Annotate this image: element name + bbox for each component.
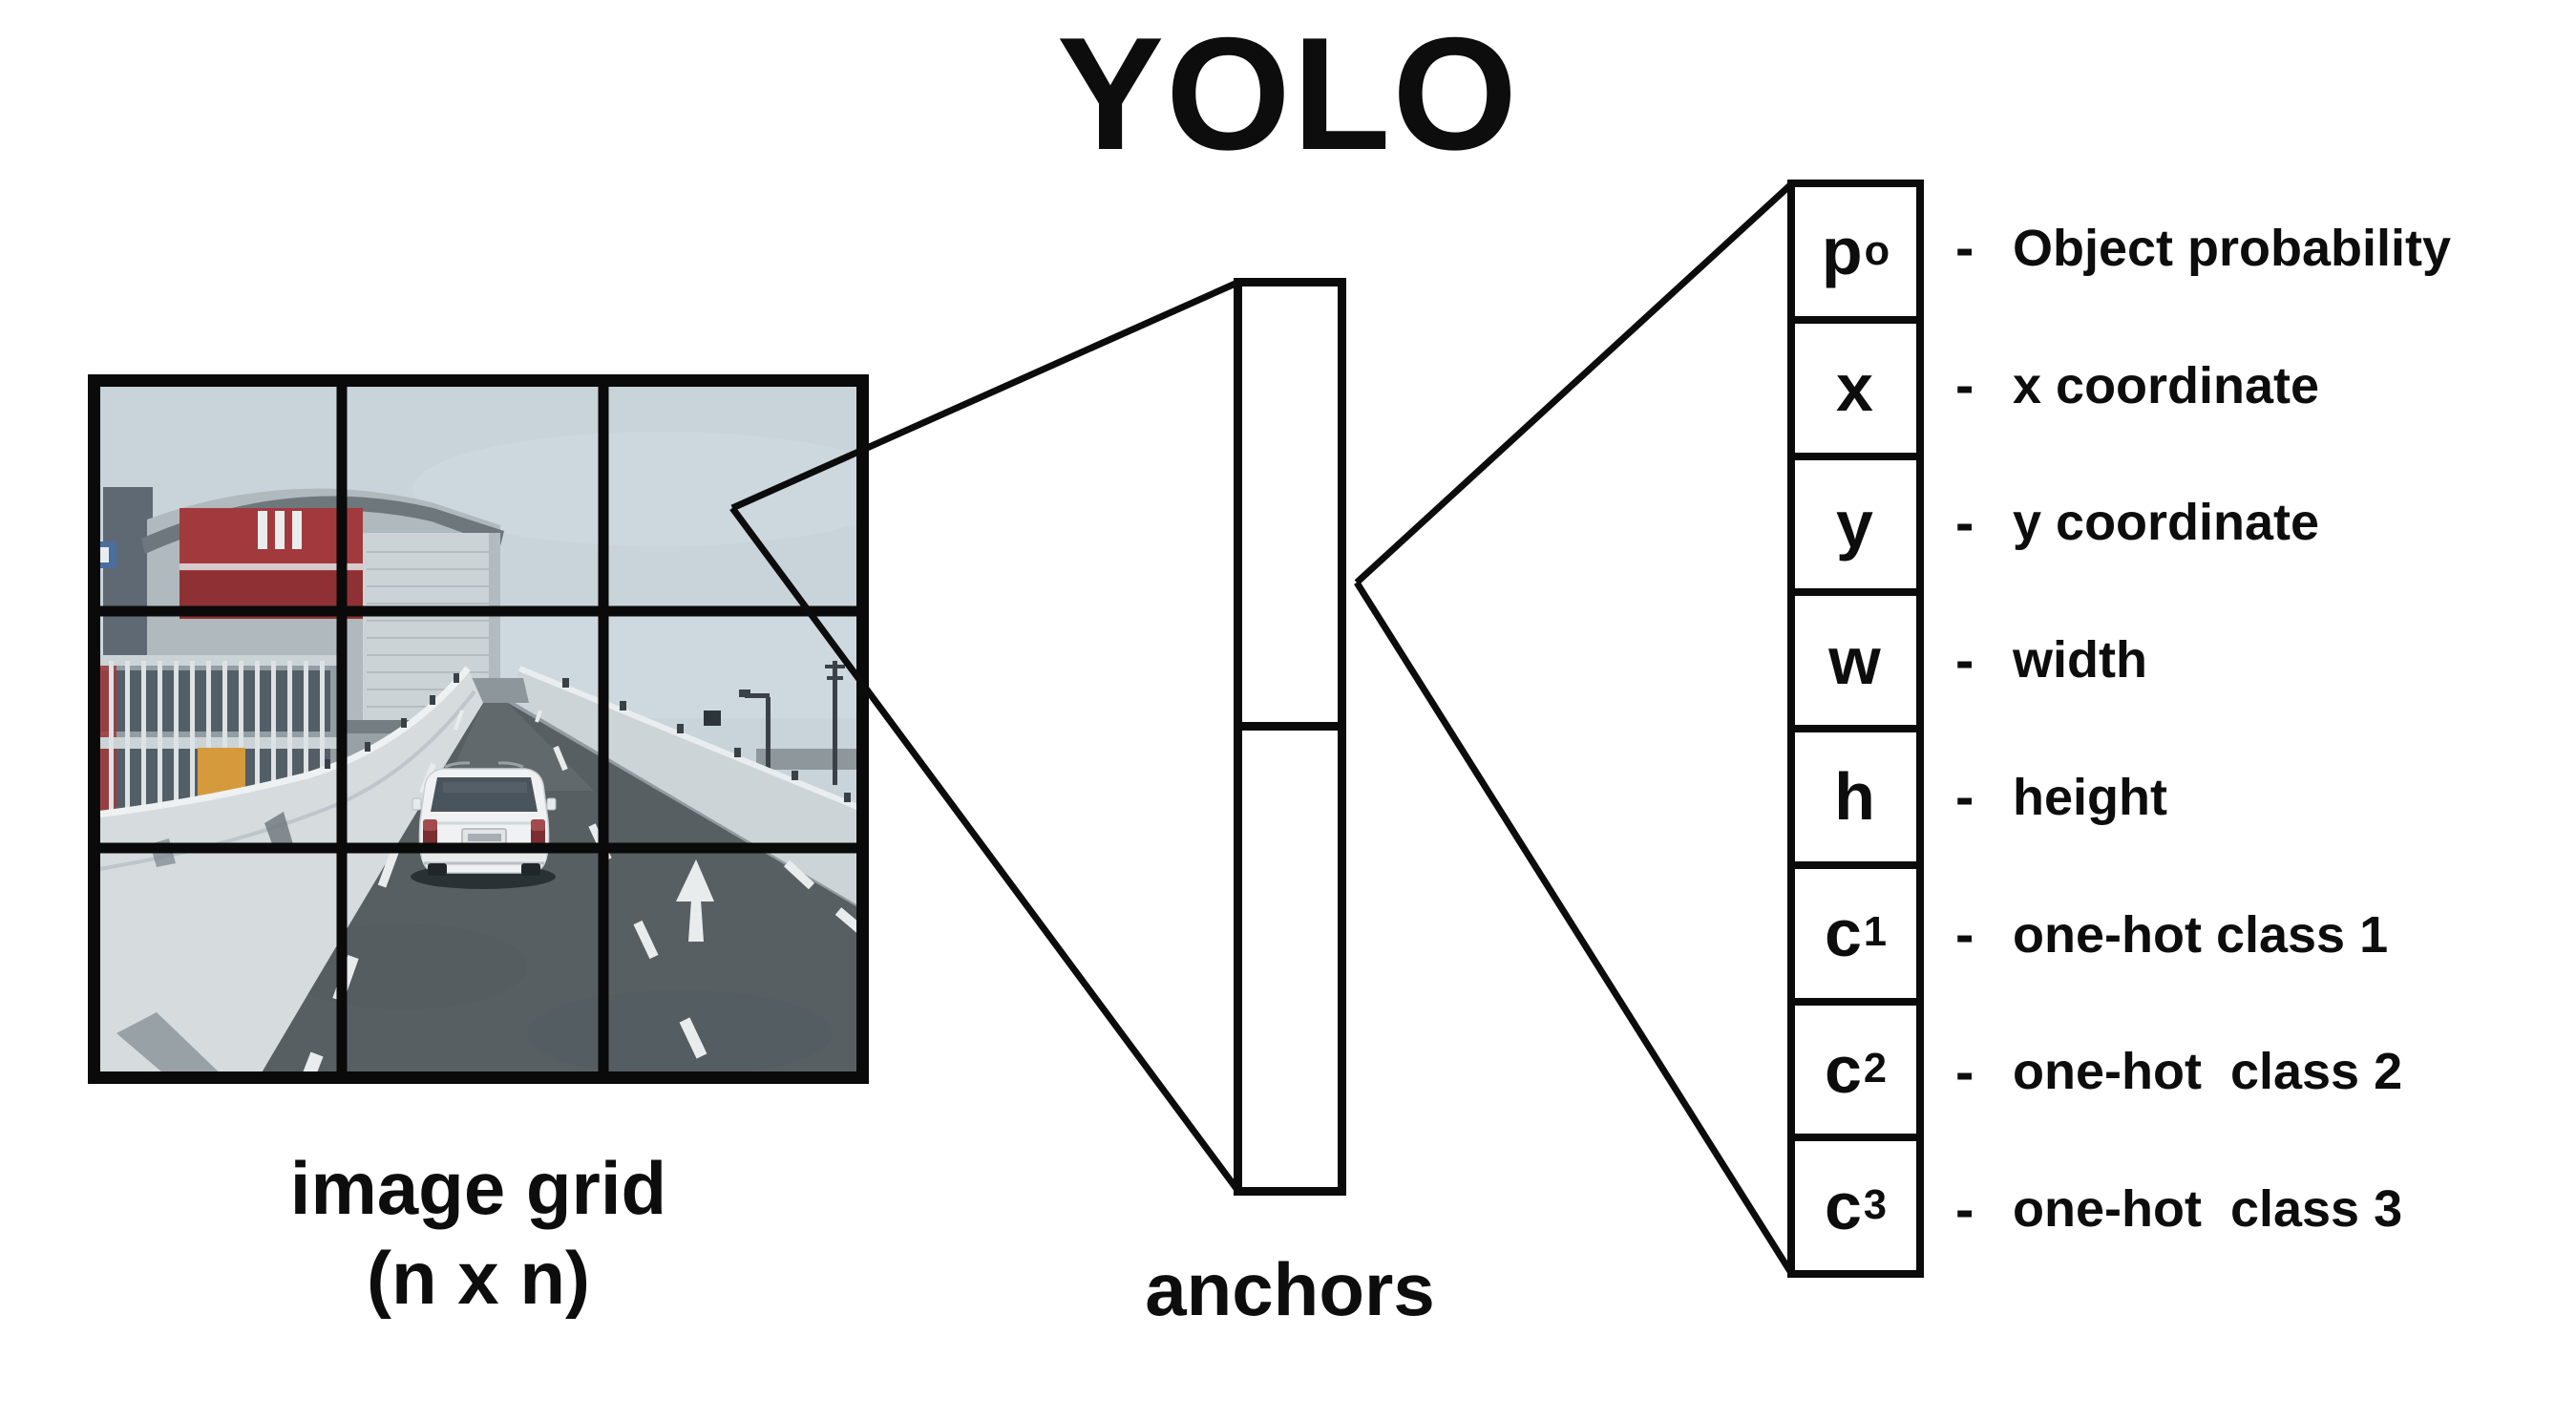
legend-row: -x coordinate bbox=[1955, 317, 2566, 455]
vector-cell-subscript: 1 bbox=[1863, 909, 1888, 956]
road-scene-illustration bbox=[88, 374, 869, 1084]
barrier-sign bbox=[704, 710, 721, 726]
image-grid bbox=[88, 374, 869, 1084]
vector-cell-symbol: w bbox=[1828, 623, 1881, 698]
car bbox=[411, 761, 557, 889]
legend-dash: - bbox=[1955, 491, 1974, 554]
legend-row: -one-hot class 2 bbox=[1955, 1004, 2566, 1141]
legend-dash: - bbox=[1955, 903, 1974, 966]
vector-cell-symbol: h bbox=[1834, 759, 1875, 835]
legend-dash: - bbox=[1955, 628, 1974, 691]
legend-row: -one-hot class 1 bbox=[1955, 866, 2566, 1004]
vector-cell-y: y bbox=[1795, 460, 1916, 597]
vector-cell-symbol: c bbox=[1824, 896, 1862, 971]
line-anchors-to-vector-top bbox=[1354, 181, 1794, 585]
anchors-caption: anchors bbox=[1145, 1247, 1435, 1331]
vector-cell-symbol: c bbox=[1824, 1168, 1862, 1243]
legend-dash: - bbox=[1955, 217, 1974, 280]
anchors-divider bbox=[1242, 722, 1338, 731]
legend-dash: - bbox=[1955, 354, 1974, 417]
anchors-box bbox=[1234, 278, 1346, 1196]
legend-dash: - bbox=[1955, 766, 1974, 829]
vector-cell-symbol: x bbox=[1836, 350, 1873, 426]
legend-row: -y coordinate bbox=[1955, 455, 2566, 592]
page-title: YOLO bbox=[1056, 4, 1520, 183]
vector-cell-x: x bbox=[1795, 324, 1916, 460]
legend-row: -height bbox=[1955, 729, 2566, 866]
left-barrier bbox=[88, 666, 483, 1084]
buildings bbox=[93, 487, 869, 823]
vector-cell-subscript: o bbox=[1864, 227, 1890, 274]
vector-cell-symbol: p bbox=[1821, 214, 1863, 289]
lane-arrow bbox=[676, 859, 714, 942]
legend-dash: - bbox=[1955, 1040, 1974, 1103]
vector-cell-w: w bbox=[1795, 596, 1916, 732]
legend-text: Object probability bbox=[2013, 219, 2452, 277]
legend-text: y coordinate bbox=[2013, 494, 2320, 552]
legend-text: one-hot class 3 bbox=[2013, 1180, 2403, 1239]
vector-cell-symbol: y bbox=[1836, 486, 1873, 562]
legend-row: -width bbox=[1955, 591, 2566, 729]
vector-cell-symbol: c bbox=[1824, 1031, 1862, 1107]
image-grid-caption: image grid (n x n) bbox=[88, 1144, 869, 1323]
legend-text: width bbox=[2013, 631, 2147, 689]
vector-cell-subscript: 3 bbox=[1863, 1181, 1888, 1228]
legend-row: -Object probability bbox=[1955, 180, 2566, 317]
line-anchors-to-vector-bottom bbox=[1354, 581, 1794, 1275]
vector-legend: -Object probability -x coordinate -y coo… bbox=[1955, 180, 2566, 1278]
image-grid-caption-line2: (n x n) bbox=[367, 1235, 590, 1320]
legend-text: one-hot class 2 bbox=[2013, 1043, 2403, 1101]
legend-text: height bbox=[2013, 768, 2167, 826]
legend-dash: - bbox=[1955, 1177, 1974, 1241]
legend-row: -one-hot class 3 bbox=[1955, 1140, 2566, 1278]
legend-text: x coordinate bbox=[2013, 356, 2320, 414]
image-grid-caption-line1: image grid bbox=[289, 1146, 667, 1230]
legend-text: one-hot class 1 bbox=[2013, 905, 2389, 964]
vector-cell-subscript: 2 bbox=[1863, 1046, 1888, 1092]
vector-cell-h: h bbox=[1795, 732, 1916, 869]
